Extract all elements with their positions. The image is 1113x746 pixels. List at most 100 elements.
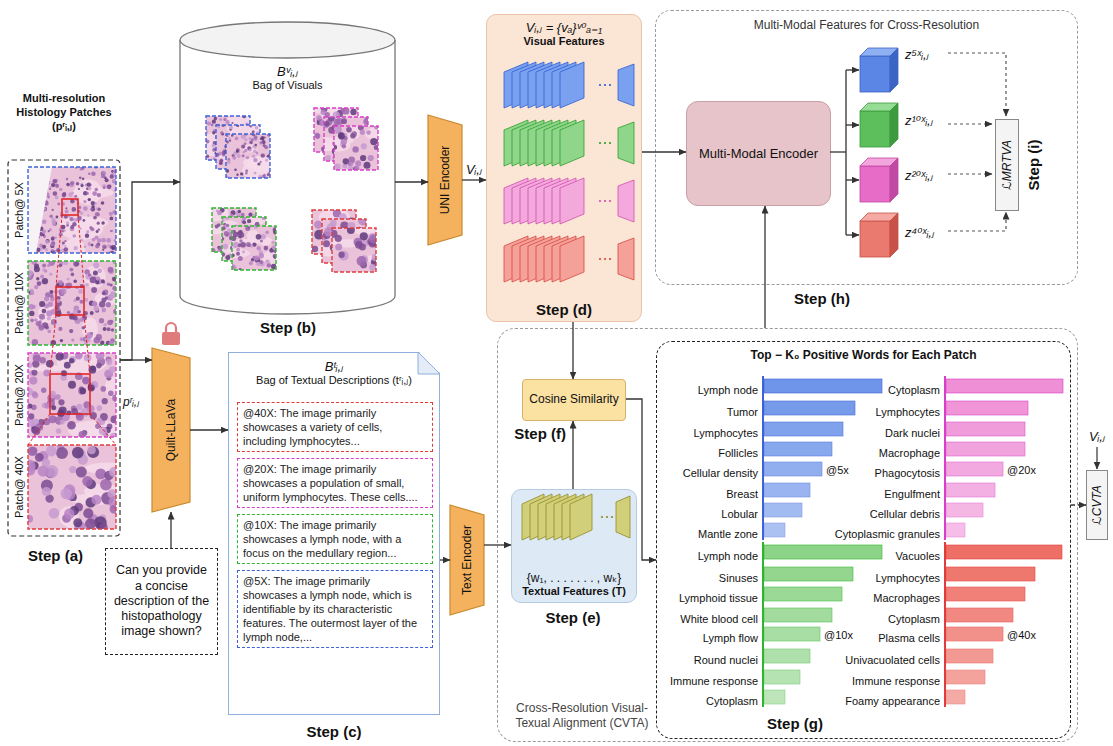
nucleus	[350, 133, 356, 139]
nucleus	[43, 235, 46, 238]
nucleus	[107, 184, 112, 189]
cylinder-top	[180, 22, 395, 58]
tissue-streak	[357, 228, 376, 234]
nucleus	[56, 296, 60, 300]
nucleus	[96, 230, 99, 233]
nucleus	[86, 192, 89, 195]
nucleus	[358, 219, 366, 225]
nucleus	[333, 242, 343, 252]
nucleus	[69, 329, 73, 333]
encoder-shape	[152, 348, 190, 512]
nucleus	[214, 117, 217, 120]
nucleus	[351, 243, 359, 251]
nucleus	[90, 277, 96, 283]
nucleus	[226, 135, 228, 137]
nucleus	[327, 128, 331, 132]
nucleus	[332, 155, 338, 161]
feature-slice	[512, 236, 536, 282]
nucleus	[261, 140, 265, 144]
nucleus	[265, 159, 268, 162]
nucleus	[217, 223, 220, 226]
nucleus	[238, 210, 242, 214]
nucleus	[242, 220, 246, 224]
nucleus	[66, 224, 69, 227]
tissue-ground	[212, 208, 256, 252]
nucleus	[233, 151, 237, 155]
nucleus	[114, 169, 117, 173]
nucleus	[254, 146, 257, 149]
nucleus	[29, 311, 34, 316]
nucleus	[237, 215, 241, 219]
nucleus	[271, 264, 276, 269]
nucleus	[55, 311, 61, 317]
nucleus	[224, 149, 228, 153]
nucleus	[245, 157, 249, 161]
nucleus	[321, 108, 328, 112]
nucleus	[55, 179, 59, 183]
nucleus	[32, 339, 38, 345]
nucleus	[114, 239, 117, 242]
nucleus	[39, 320, 43, 324]
nucleus	[217, 125, 221, 129]
nucleus	[324, 121, 330, 127]
nucleus	[340, 222, 349, 231]
nucleus	[47, 316, 51, 320]
nucleus	[29, 179, 32, 182]
zoom-square	[56, 287, 84, 315]
connector	[120, 182, 180, 360]
tissue	[332, 228, 376, 272]
nucleus	[42, 247, 45, 250]
nucleus	[206, 155, 209, 158]
word-label: Plasma cells	[878, 632, 940, 644]
nucleus	[253, 256, 256, 259]
nucleus	[42, 245, 46, 249]
nucleus	[223, 223, 226, 226]
nucleus	[95, 309, 99, 313]
nucleus	[86, 497, 96, 507]
nucleus	[252, 155, 256, 159]
nucleus	[44, 201, 49, 206]
nucleus	[267, 173, 270, 176]
label-anchor: Lymph flow	[458, 627, 758, 646]
nucleus	[112, 286, 116, 291]
nucleus	[37, 281, 42, 286]
feature-slice	[618, 238, 634, 280]
nucleus	[257, 161, 261, 165]
nucleus	[354, 119, 358, 124]
nucleus	[253, 236, 256, 241]
nucleus	[79, 176, 82, 179]
nucleus	[237, 232, 241, 236]
nucleus	[259, 158, 261, 161]
label-anchor: z⁵ˣᵢ,ⱼ	[905, 44, 929, 63]
word-bar	[764, 587, 842, 601]
nucleus	[238, 230, 243, 235]
image-patch: Patch@ 5X	[10, 165, 118, 255]
nucleus	[222, 252, 225, 257]
word-bar	[764, 401, 855, 415]
nucleus	[64, 484, 76, 496]
nucleus	[104, 427, 110, 433]
nucleus	[41, 480, 53, 492]
nucleus	[42, 234, 44, 236]
nucleus	[344, 136, 348, 140]
word-bar	[764, 422, 843, 436]
connector	[440, 559, 450, 560]
nucleus	[255, 222, 260, 227]
nucleus	[244, 142, 247, 145]
nucleus	[229, 162, 233, 166]
nucleus	[67, 311, 70, 314]
nucleus	[245, 226, 250, 231]
nucleus	[237, 151, 240, 154]
cube-side	[890, 48, 898, 92]
nucleus	[353, 251, 360, 258]
nucleus	[80, 239, 83, 242]
nucleus	[349, 162, 353, 166]
nucleus	[215, 141, 219, 145]
nucleus	[104, 176, 107, 179]
zoom-line	[56, 215, 62, 287]
nucleus	[57, 203, 60, 206]
label-anchor: @20x	[1007, 459, 1036, 478]
nucleus	[45, 292, 50, 297]
nucleus	[248, 137, 252, 141]
nucleus	[233, 243, 238, 248]
